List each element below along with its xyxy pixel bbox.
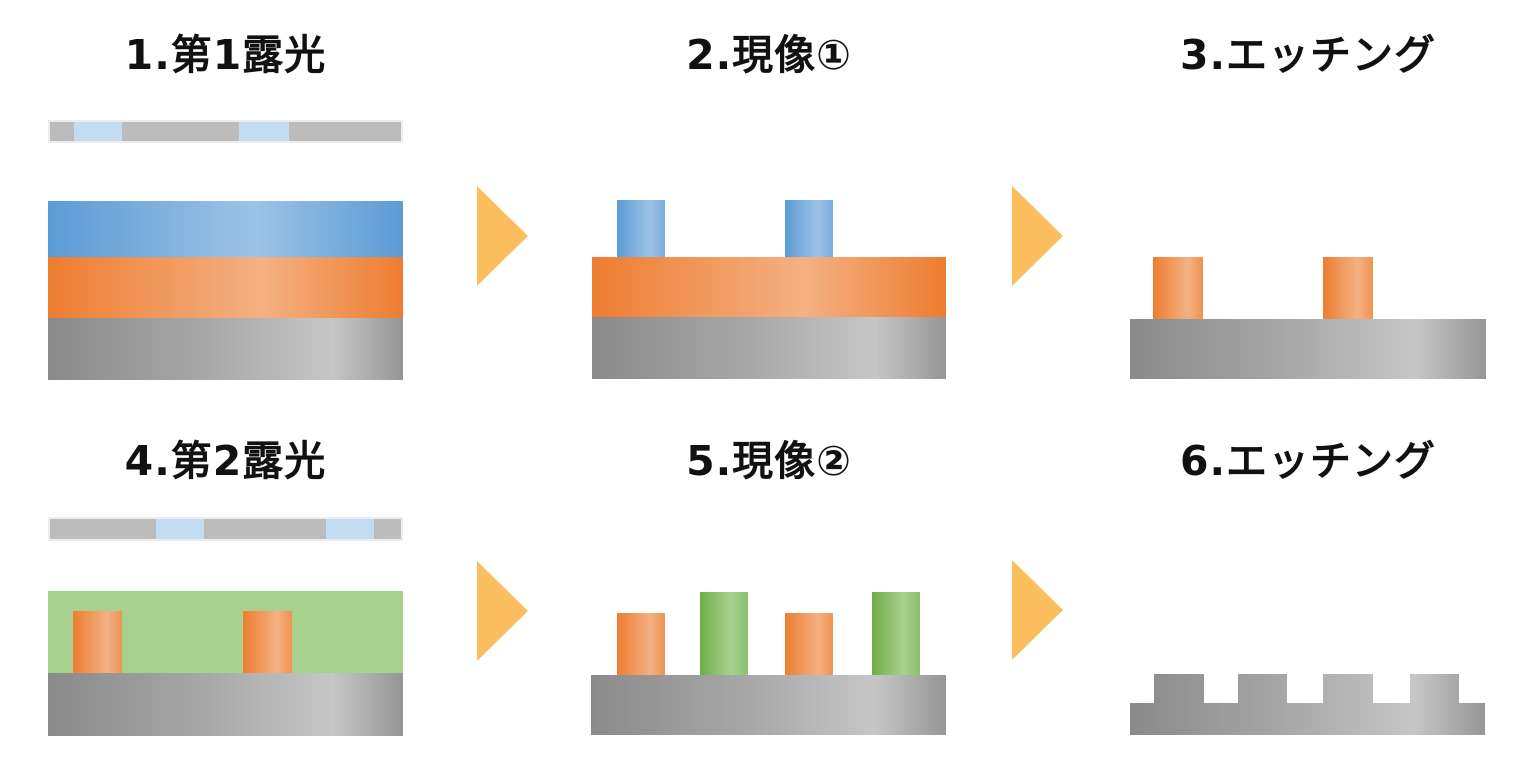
step-2-title: 2.現像①: [686, 31, 852, 79]
pillar-orange-step5: [617, 613, 665, 675]
mask-blocked-segment: [288, 122, 401, 141]
mask-blocked-segment: [373, 519, 401, 539]
layer-orange-step2: [592, 257, 946, 317]
process-arrow-icon: [477, 561, 528, 661]
substrate-step4: [48, 673, 403, 736]
mask-blocked-segment: [50, 122, 75, 141]
mask-opening: [155, 519, 205, 539]
resist-layer-blue-step1: [48, 201, 403, 257]
substrate-step3: [1130, 319, 1486, 379]
step-4-title: 4.第2露光: [124, 437, 327, 485]
process-arrow-icon: [477, 186, 528, 286]
resist-pillar-blue: [785, 200, 833, 257]
mask-blocked-segment: [50, 519, 156, 539]
mask-opening: [325, 519, 374, 539]
resist-pillar-blue: [617, 200, 665, 257]
mask-blocked-segment: [122, 122, 239, 141]
step-1-title: 1.第1露光: [124, 31, 327, 79]
etched-substrate-comb: [1130, 674, 1485, 735]
step-3-title: 3.エッチング: [1179, 31, 1437, 79]
step-6-title: 6.エッチング: [1179, 437, 1437, 485]
substrate-step2: [592, 317, 946, 379]
process-arrow-icon: [1012, 186, 1063, 286]
embedded-pillar-orange: [73, 611, 122, 673]
process-arrow-icon: [1012, 560, 1063, 660]
etched-pillar-orange: [1323, 257, 1373, 319]
photomask-step1: [48, 120, 403, 143]
substrate-step5: [591, 675, 946, 735]
pillar-orange-step5: [785, 613, 833, 675]
pillar-green-step5: [872, 592, 920, 675]
embedded-pillar-orange: [243, 611, 292, 673]
pillar-green-step5: [700, 592, 748, 675]
layer-orange-step1: [48, 257, 403, 318]
photomask-step4: [48, 517, 403, 541]
mask-opening: [238, 122, 289, 141]
substrate-step1: [48, 318, 403, 380]
mask-opening: [74, 122, 123, 141]
step-5-title: 5.現像②: [686, 437, 852, 485]
mask-blocked-segment: [204, 519, 326, 539]
etched-pillar-orange: [1153, 257, 1203, 319]
